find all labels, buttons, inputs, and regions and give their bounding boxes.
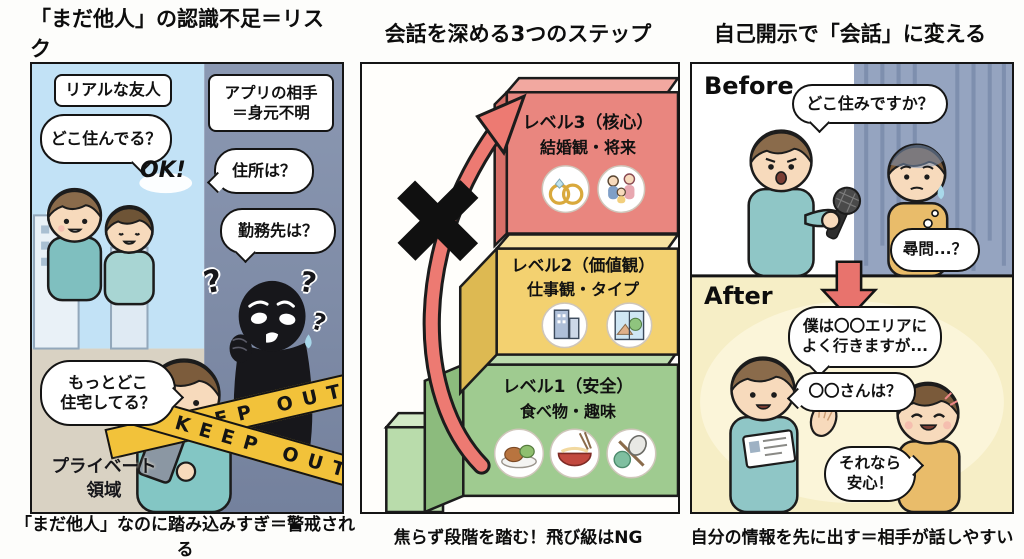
ask-back-bubble: 〇〇さんは？ <box>786 372 916 412</box>
panel-steps-caption: 焦らず段階を踏む！飛び級はNG <box>393 527 643 548</box>
x-cross-ng-mark <box>397 180 479 262</box>
self-disclose-bubble: 僕は〇〇エリアに よく行きますが... <box>788 306 942 378</box>
before-question-bubble: どこ住みですか？ <box>792 84 948 134</box>
level2-topics: 仕事観・タイプ <box>526 280 639 299</box>
friend-question-bubble: どこ住んでる？ <box>40 114 172 174</box>
family-icon <box>597 165 646 214</box>
steps-art <box>383 76 678 512</box>
panel-disclosure-title: 自己開示で「会話」に変える <box>713 22 987 46</box>
office-building-icon <box>541 302 588 349</box>
panel-risk-title: 「まだ他人」の認識不足＝リスク <box>30 7 324 61</box>
level2-name: レベル2（価値観） <box>511 256 655 275</box>
relief-bubble: それなら 安心！ <box>824 446 925 502</box>
more-question-bubble: もっとどこ 住宅してる？ <box>40 360 185 426</box>
level3-topics: 結婚観・将来 <box>539 138 636 157</box>
friend-boy-left <box>46 187 103 302</box>
before-asking-boy <box>747 129 862 278</box>
sports-icon <box>606 428 657 479</box>
home-scenery-icon <box>606 302 653 349</box>
app-partner-label: アプリの相手 ＝身元不明 <box>208 74 334 132</box>
panel-steps-title: 会話を深める3つのステップ <box>384 22 652 46</box>
panel-disclosure-caption: 自分の情報を先に出す＝相手が話しやすい <box>690 527 1014 548</box>
skip-arrow <box>422 93 527 475</box>
ok-reply-text: OK! <box>140 158 186 183</box>
level1-name: レベル1（安全） <box>502 377 634 397</box>
level3-name: レベル3（核心） <box>522 113 654 133</box>
friend-boy-right <box>103 205 155 306</box>
panel-risk-caption: 「まだ他人」なのに踏み込みすぎ＝警戒される <box>15 515 355 559</box>
panel-risk: リアルな友人 どこ住んでる？ OK! アプリの相手 ＝身元不明 住所は？ 勤務先… <box>30 62 344 514</box>
thought-dot <box>923 218 933 229</box>
before-label: Before <box>704 72 794 100</box>
thought-dot <box>931 209 939 218</box>
real-friend-label: リアルな友人 <box>54 74 172 107</box>
interrogation-thought-bubble: 尋問...？ <box>890 228 980 272</box>
wedding-rings-icon <box>541 165 590 214</box>
id-card <box>742 429 797 469</box>
staircase-level3-red <box>493 76 678 249</box>
workplace-question-bubble: 勤務先は？ <box>220 208 336 264</box>
private-area-label: プライベート 領域 <box>51 457 157 501</box>
level1-topics: 食べ物・趣味 <box>519 402 616 421</box>
after-label: After <box>704 282 773 310</box>
ramen-icon <box>549 428 600 479</box>
meal-icon <box>493 428 545 479</box>
panel-steps: レベル3（核心） 結婚観・将来 レベル2（価値観） 仕事観・タイプ レベル1（安… <box>360 62 680 514</box>
after-sharing-boy <box>729 356 838 512</box>
panel-disclosure: Before どこ住みですか？ 尋問...？ After 僕は〇〇エリアに よく… <box>690 62 1014 514</box>
down-arrow <box>819 260 879 321</box>
address-question-bubble: 住所は？ <box>206 148 314 194</box>
